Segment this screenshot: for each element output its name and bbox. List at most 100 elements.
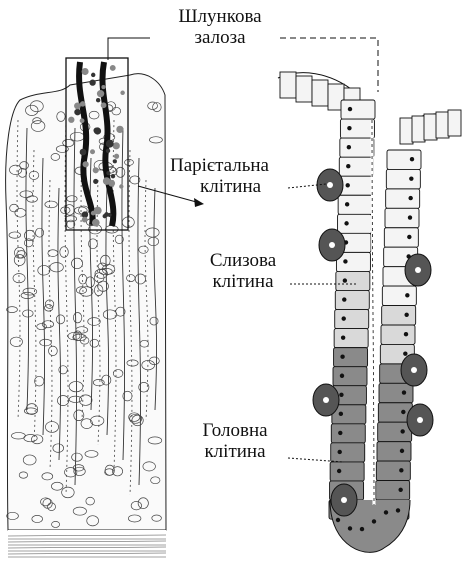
cell-nucleus <box>372 519 376 523</box>
cell-nucleus <box>345 202 349 206</box>
epithelial-cell <box>382 306 416 325</box>
epithelial-cell <box>387 150 421 169</box>
epithelial-cell <box>381 325 415 344</box>
epithelial-cell <box>386 189 420 208</box>
region-cell <box>111 174 115 178</box>
cell-nucleus <box>346 183 350 187</box>
mucous-cell-label: Слизова клітина <box>198 250 288 292</box>
chief-cell-label-line1: Головна <box>185 420 285 441</box>
cell-nucleus <box>401 410 405 414</box>
mucous-cell-label-line1: Слизова <box>198 250 288 271</box>
region-cell <box>103 177 111 185</box>
cell-nucleus <box>347 145 351 149</box>
epithelial-cell <box>436 112 449 138</box>
epithelial-cell <box>386 169 420 188</box>
parietal-cell-label: Парієтальна клітина <box>170 155 286 197</box>
region-cell <box>82 217 88 223</box>
epithelial-cell <box>339 176 373 195</box>
cell-nucleus <box>408 215 412 219</box>
region-cell <box>106 171 110 175</box>
cell-nucleus <box>343 278 347 282</box>
gastric-gland-label: Шлункова залоза <box>168 6 272 48</box>
region-cell <box>106 149 110 153</box>
cell-nucleus <box>404 332 408 336</box>
cell-nucleus <box>341 335 345 339</box>
chief-cell-label-line2: клітина <box>185 441 285 462</box>
cell-nucleus <box>337 469 341 473</box>
cell-nucleus <box>405 293 409 297</box>
cell-nucleus <box>348 107 352 111</box>
region-cell <box>89 79 95 85</box>
mucous-cell-label-line2: клітина <box>198 271 288 292</box>
region-cell <box>101 102 107 108</box>
epithelial-cell <box>382 286 416 305</box>
chief-cell-label: Головна клітина <box>185 420 285 462</box>
region-cell <box>90 149 95 154</box>
epithelial-cell <box>331 424 365 443</box>
region-cell <box>91 73 95 77</box>
region-cell <box>92 219 100 227</box>
epithelial-cell <box>340 119 374 138</box>
epithelial-cell <box>339 157 373 176</box>
cell-nucleus <box>347 126 351 130</box>
region-cell <box>110 65 116 71</box>
epithelial-cell <box>384 228 418 247</box>
epithelial-cell <box>400 118 413 144</box>
epithelial-cell <box>333 367 367 386</box>
epithelial-cell <box>296 76 312 102</box>
gastric-gland-label-line1: Шлункова <box>168 6 272 27</box>
parietal-cell-nucleus <box>411 367 417 373</box>
cell-nucleus <box>343 259 347 263</box>
epithelial-cell <box>341 100 375 119</box>
region-cell <box>108 213 112 217</box>
cell-nucleus <box>403 351 407 355</box>
region-cell <box>119 184 123 188</box>
cell-nucleus <box>398 488 402 492</box>
cell-nucleus <box>338 431 342 435</box>
parietal-cell-nucleus <box>415 267 421 273</box>
cell-nucleus <box>400 429 404 433</box>
cell-nucleus <box>402 390 406 394</box>
epithelial-cell <box>338 214 372 233</box>
region-cell <box>68 117 74 123</box>
cell-nucleus <box>408 196 412 200</box>
cell-nucleus <box>400 449 404 453</box>
region-cell <box>113 142 120 149</box>
cell-nucleus <box>399 468 403 472</box>
cell-nucleus <box>339 412 343 416</box>
parietal-cell-label-line1: Парієтальна <box>170 155 286 176</box>
parietal-cell-nucleus <box>341 497 347 503</box>
epithelial-cell <box>412 116 425 142</box>
parietal-cell-label-line2: клітина <box>170 176 286 197</box>
epithelial-cell <box>335 310 369 329</box>
parietal-cell-nucleus <box>329 242 335 248</box>
cell-nucleus <box>339 393 343 397</box>
region-cell <box>74 102 81 109</box>
epithelial-cell <box>340 138 374 157</box>
cell-nucleus <box>348 526 352 530</box>
region-cell <box>80 118 85 123</box>
epithelial-cell <box>335 290 369 309</box>
parietal-cell-nucleus <box>327 182 333 188</box>
epithelial-cell <box>448 110 461 136</box>
cell-nucleus <box>396 508 400 512</box>
mucosa-section <box>6 62 166 560</box>
cell-nucleus <box>342 316 346 320</box>
region-cell <box>120 91 124 95</box>
region-cell <box>80 149 87 156</box>
epithelial-cell <box>336 271 370 290</box>
epithelial-cell <box>334 348 368 367</box>
region-cell <box>103 214 107 218</box>
region-cell <box>97 90 104 97</box>
cell-nucleus <box>360 527 364 531</box>
epithelial-cell <box>330 462 364 481</box>
cell-nucleus <box>338 450 342 454</box>
cell-nucleus <box>384 510 388 514</box>
cell-nucleus <box>340 374 344 378</box>
epithelial-cell <box>280 72 296 98</box>
epithelial-cell <box>376 461 410 480</box>
region-cell <box>93 179 98 184</box>
cell-nucleus <box>346 164 350 168</box>
region-cell <box>96 98 100 102</box>
